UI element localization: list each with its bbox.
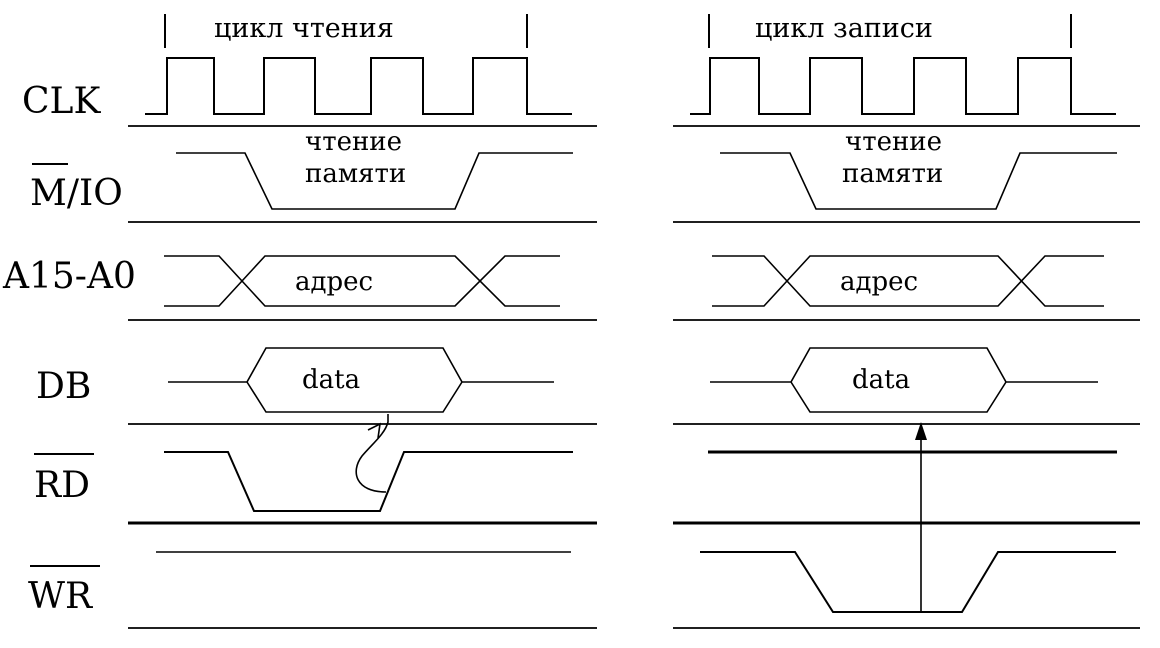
read-rd-arrow bbox=[355, 414, 389, 493]
read-rd-wave bbox=[164, 451, 573, 512]
label-mio-m: M bbox=[30, 173, 67, 214]
read-db-wave bbox=[168, 347, 554, 413]
read-mio-text-1: чтение bbox=[305, 127, 402, 157]
label-addr: A15-A0 bbox=[2, 256, 136, 297]
write-mio-text-2: памяти bbox=[842, 159, 943, 189]
read-addr-wave-2 bbox=[164, 255, 560, 307]
label-db: DB bbox=[36, 366, 91, 407]
read-rd-arrowhead bbox=[367, 422, 382, 439]
write-wr-arrowhead bbox=[915, 422, 927, 440]
label-clk: CLK bbox=[22, 81, 101, 122]
write-mio-wave bbox=[720, 152, 1117, 210]
write-addr-text: адрес bbox=[840, 267, 918, 297]
write-db-wave bbox=[710, 347, 1098, 413]
label-mio-io: /IO bbox=[67, 173, 123, 214]
write-clk-wave bbox=[690, 57, 1116, 115]
read-mio-text-2: памяти bbox=[305, 159, 406, 189]
read-db-text: data bbox=[302, 365, 360, 395]
write-addr-wave bbox=[712, 255, 1104, 307]
write-db-text: data bbox=[852, 365, 910, 395]
read-addr-text: адрес bbox=[295, 267, 373, 297]
write-cycle-title: цикл записи bbox=[755, 13, 933, 44]
label-wr: WR bbox=[28, 576, 93, 617]
write-addr-wave-2 bbox=[712, 255, 1104, 307]
read-addr-wave bbox=[164, 255, 560, 307]
read-cycle-panel: цикл чтения чтение памяти адрес data bbox=[128, 13, 597, 629]
read-mio-wave bbox=[176, 152, 573, 210]
write-mio-text-1: чтение bbox=[845, 127, 942, 157]
write-cycle-panel: цикл записи чтение памяти адрес data bbox=[673, 13, 1140, 629]
write-wr-wave bbox=[700, 551, 1116, 613]
read-clk-wave bbox=[145, 57, 572, 115]
read-cycle-title: цикл чтения bbox=[214, 13, 394, 44]
label-rd: RD bbox=[34, 465, 90, 506]
label-mio: M/IO bbox=[30, 173, 123, 214]
